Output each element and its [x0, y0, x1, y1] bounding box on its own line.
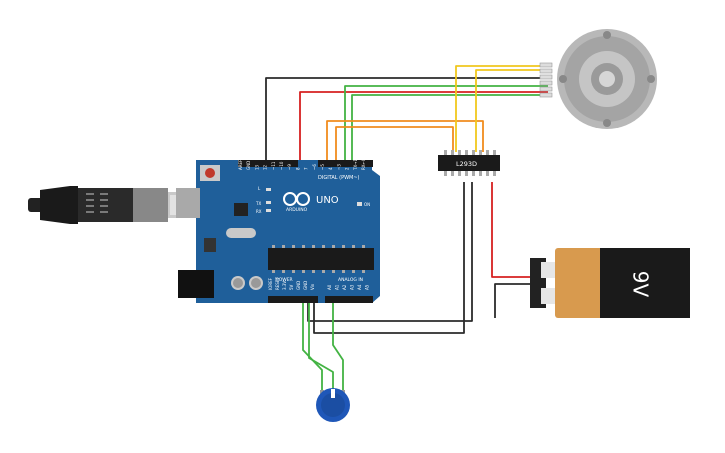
- digital-header-right[interactable]: [318, 160, 373, 167]
- digital-pin-label: ~5: [320, 164, 325, 170]
- wire-green-2[interactable]: [351, 94, 548, 160]
- wire-green-1[interactable]: [344, 85, 548, 160]
- wire-yellow-1[interactable]: [455, 65, 548, 152]
- power-pin-label: 3.3V: [282, 281, 287, 290]
- power-jack[interactable]: [178, 270, 214, 298]
- atmega-chip: [268, 248, 374, 270]
- analog-pin-label: A1: [335, 284, 340, 290]
- arduino-brand-label: ARDUINO: [286, 207, 308, 213]
- power-label: POWER: [276, 277, 293, 283]
- on-led-label: ON: [364, 202, 370, 207]
- power-pin-label: GND: [303, 281, 308, 290]
- digital-pin-label: ~11: [271, 161, 276, 170]
- digital-pin-label: 13: [254, 164, 259, 170]
- digital-pin-label: ~3: [336, 164, 341, 170]
- wire-black-gnd-top[interactable]: [265, 77, 550, 160]
- tx-label: TX: [255, 201, 261, 206]
- power-pin-label: IOREF: [268, 277, 273, 290]
- voltage-regulator: [204, 238, 216, 252]
- l-led: [266, 188, 271, 191]
- crystal: [226, 228, 256, 238]
- digital-pin-label: ~6: [312, 164, 317, 170]
- analog-header[interactable]: [325, 296, 373, 303]
- battery-9v[interactable]: 9V: [530, 248, 690, 318]
- usb-cable-icon: [28, 186, 198, 224]
- l-led-label: L: [258, 186, 261, 191]
- arduino-model-label: UNO: [316, 195, 339, 206]
- l293d-driver-ic[interactable]: L293D: [438, 150, 500, 176]
- l293d-label: L293D: [456, 160, 477, 168]
- digital-pin-label: ~9: [287, 164, 292, 170]
- power-header[interactable]: [268, 296, 318, 303]
- usb-chip: [234, 203, 248, 216]
- tx-led: [266, 201, 271, 204]
- digital-pin-label: 12: [263, 164, 268, 170]
- digital-pin-label: TX→1: [353, 158, 358, 171]
- power-pin-label: RESET: [275, 277, 280, 290]
- wire-red-battery[interactable]: [491, 182, 530, 278]
- digital-pin-label: ~10: [279, 161, 284, 170]
- digital-pin-label: 8: [295, 167, 300, 170]
- power-pin-label: 5V: [289, 284, 294, 290]
- wire-green-pot-2[interactable]: [308, 296, 334, 392]
- analog-in-label: ANALOG IN: [338, 277, 363, 283]
- digital-pin-label: 4: [328, 167, 333, 170]
- digital-pin-label: AREF: [238, 159, 243, 170]
- digital-pin-label: RX←0: [361, 158, 366, 170]
- arduino-logo: ARDUINO UNO: [283, 192, 339, 213]
- rx-led: [266, 209, 271, 212]
- digital-pin-label: 2: [345, 167, 350, 170]
- digital-header-left[interactable]: [238, 160, 298, 167]
- analog-pin-label: A4: [357, 284, 362, 290]
- wire-green-pot-1[interactable]: [302, 296, 323, 392]
- battery-label: 9V: [629, 271, 653, 298]
- wire-black-battery-a[interactable]: [307, 182, 473, 322]
- analog-pin-label: A3: [350, 284, 355, 290]
- wire-black-battery-b[interactable]: [313, 182, 465, 334]
- digital-pin-label: GND: [246, 161, 251, 170]
- wire-orange-1[interactable]: [326, 120, 484, 160]
- wire-orange-2[interactable]: [335, 126, 454, 160]
- wire-green-pot-3[interactable]: [332, 296, 344, 392]
- digital-pin-label: 7: [304, 167, 309, 170]
- rx-label: RX: [256, 209, 262, 214]
- arduino-uno-board[interactable]: ARDUINO UNO DIGITAL (PWM~) POWER ANALOG …: [176, 158, 380, 303]
- analog-pin-label: A0: [327, 284, 332, 290]
- digital-header-label: DIGITAL (PWM~): [318, 175, 360, 181]
- potentiometer-icon[interactable]: [316, 388, 350, 422]
- power-pin-label: GND: [296, 281, 301, 290]
- analog-pin-label: A5: [365, 284, 370, 290]
- on-led: [357, 202, 362, 206]
- analog-pin-label: A2: [342, 284, 347, 290]
- wire-black-battery-c[interactable]: [494, 283, 530, 318]
- wire-yellow-2[interactable]: [475, 69, 548, 152]
- power-pin-label: Vin: [310, 283, 315, 290]
- dc-motor-icon[interactable]: [539, 29, 657, 129]
